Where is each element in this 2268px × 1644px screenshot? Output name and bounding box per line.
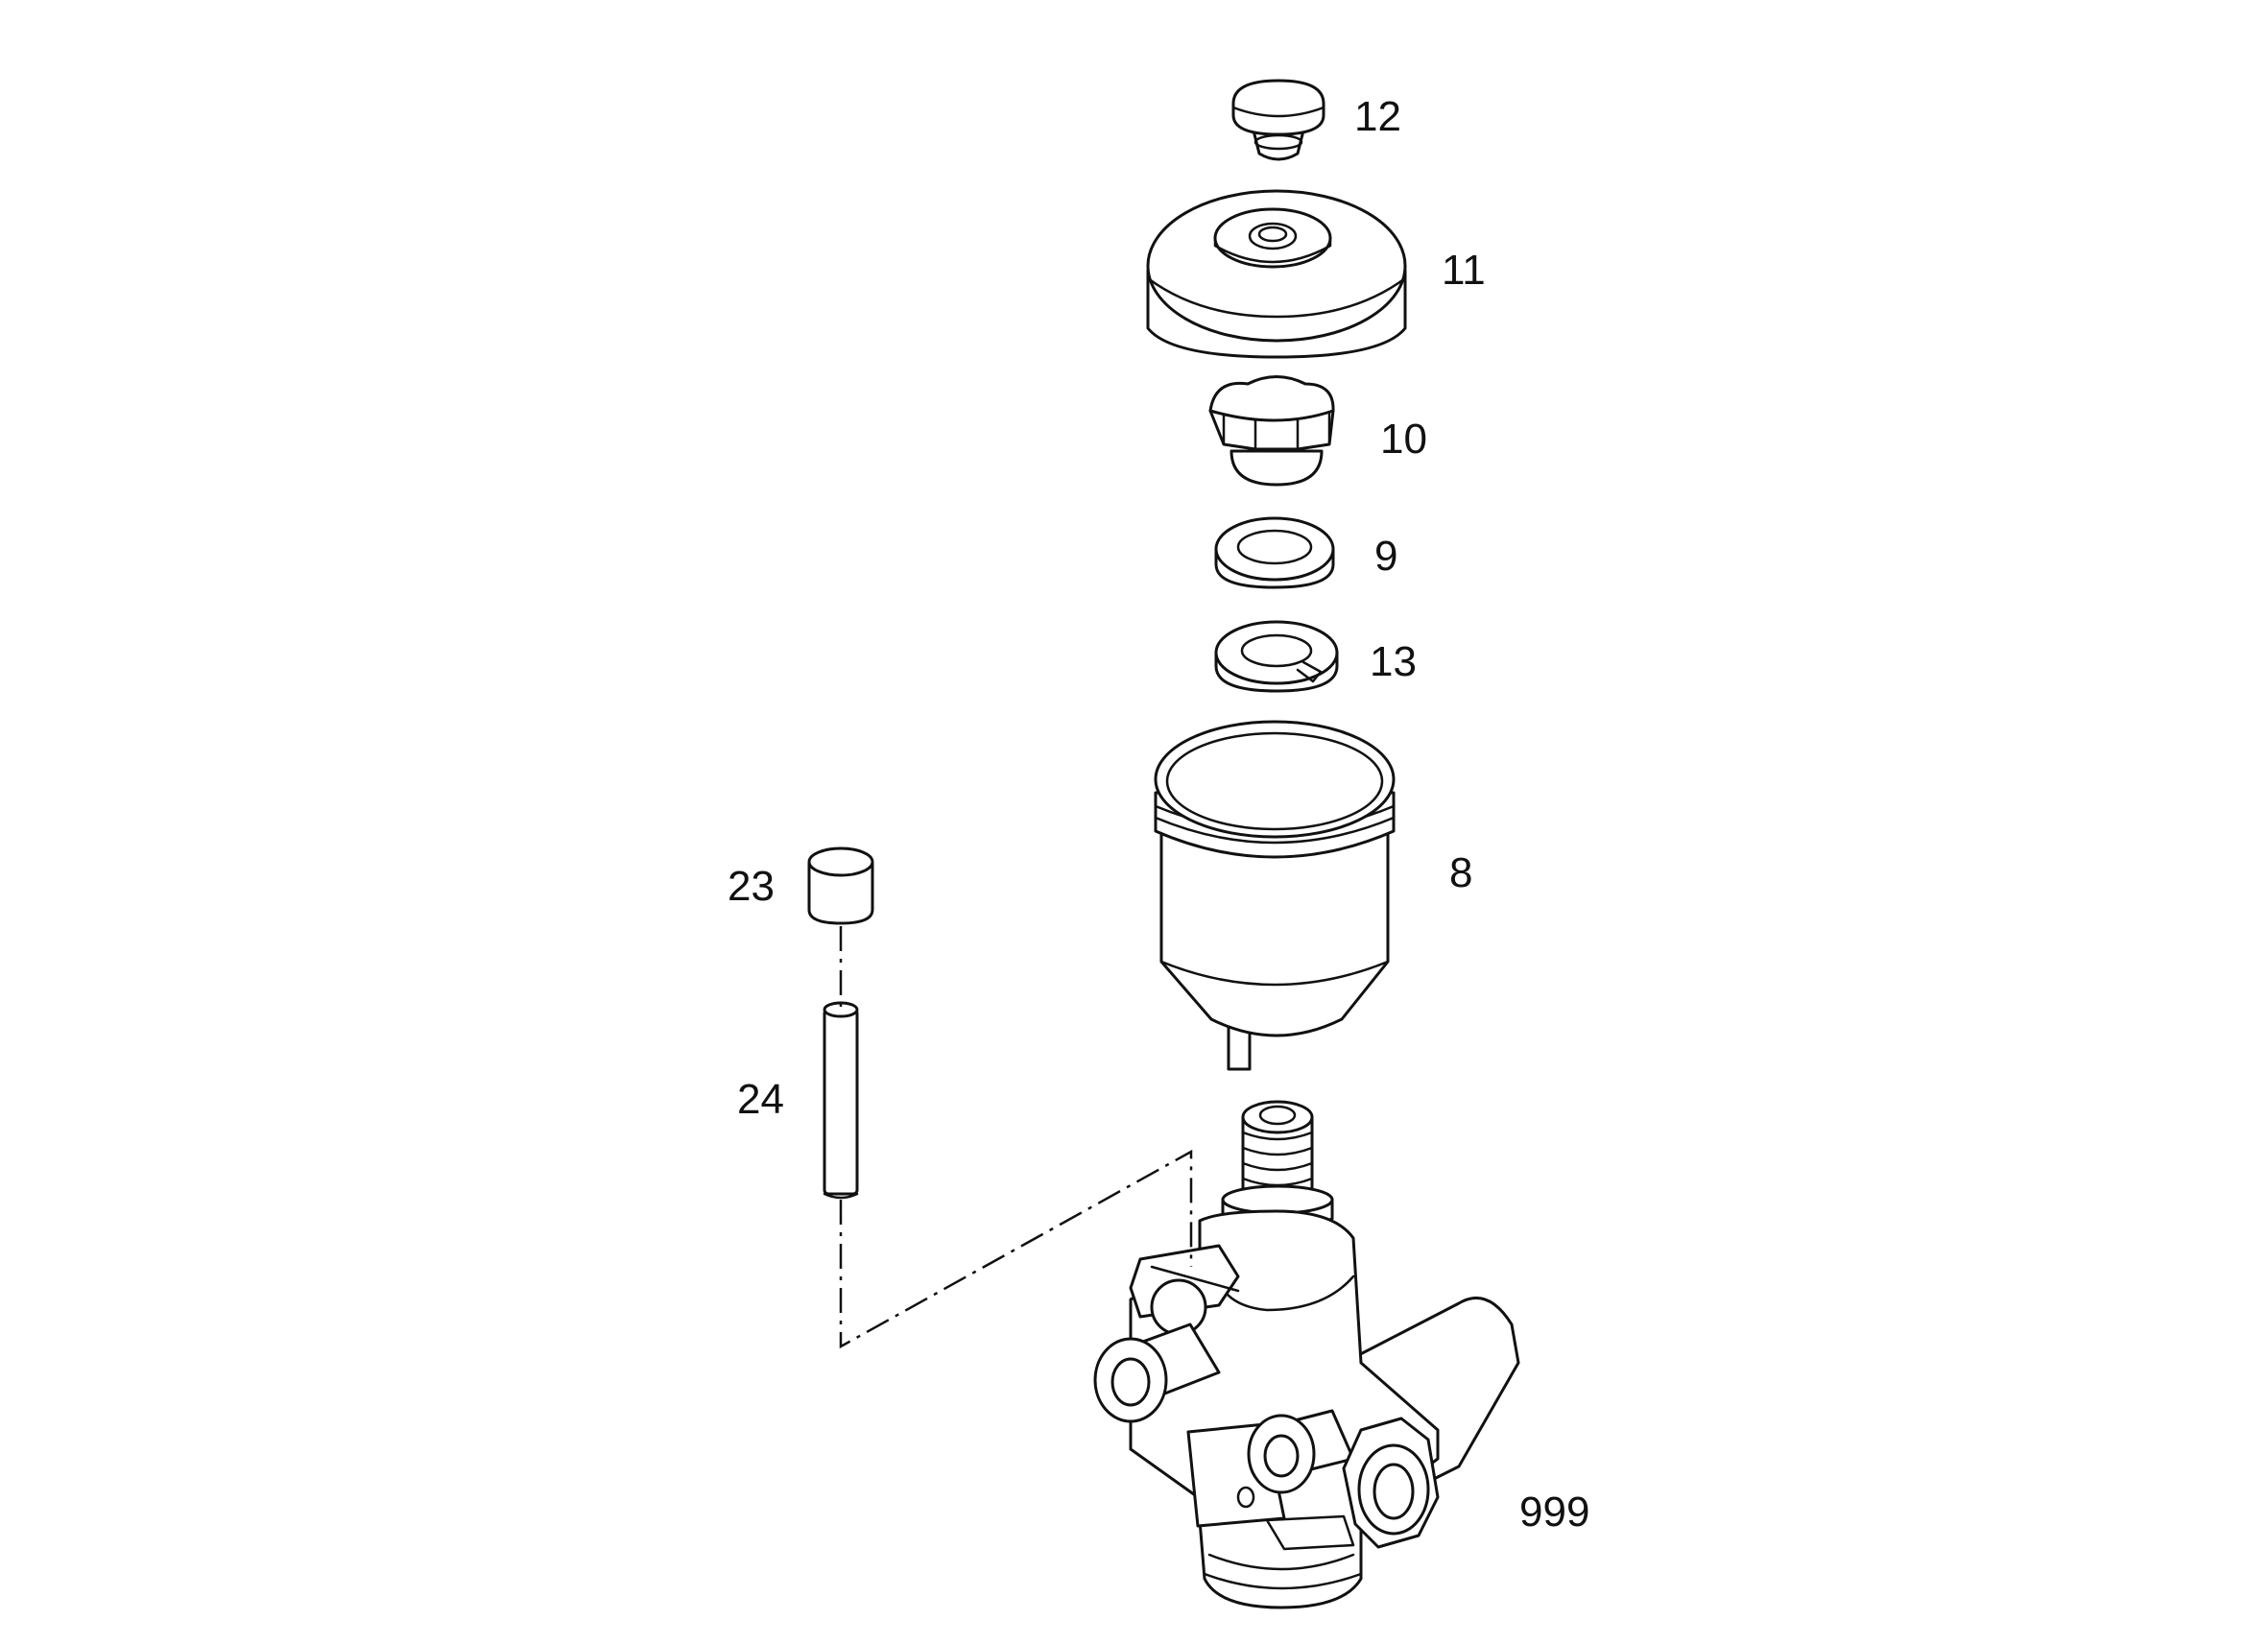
callout-24: 24 — [737, 1076, 784, 1123]
callout-12: 12 — [1354, 93, 1401, 140]
part-8-bowl[interactable] — [1154, 720, 1396, 1071]
callout-9: 9 — [1374, 533, 1397, 580]
assembly-center-line — [839, 926, 1193, 1349]
callout-999: 999 — [1519, 1489, 1589, 1536]
callout-13: 13 — [1370, 638, 1417, 685]
part-13-lock-washer[interactable] — [1214, 620, 1339, 693]
callout-23: 23 — [728, 863, 775, 910]
part-11-cover[interactable] — [1146, 189, 1407, 359]
callout-11: 11 — [1442, 247, 1486, 294]
part-999-valve-body[interactable] — [1093, 1100, 1520, 1609]
part-12-plug[interactable] — [1231, 79, 1325, 161]
callout-labels: 12 11 10 9 13 8 23 24 999 — [728, 93, 1589, 1536]
callout-8: 8 — [1449, 849, 1472, 896]
part-9-washer[interactable] — [1214, 516, 1335, 589]
part-10-hex-nut[interactable] — [1208, 375, 1335, 487]
part-24-pin[interactable] — [823, 1001, 859, 1200]
callout-10: 10 — [1380, 416, 1427, 463]
part-23-cap[interactable] — [807, 846, 874, 925]
